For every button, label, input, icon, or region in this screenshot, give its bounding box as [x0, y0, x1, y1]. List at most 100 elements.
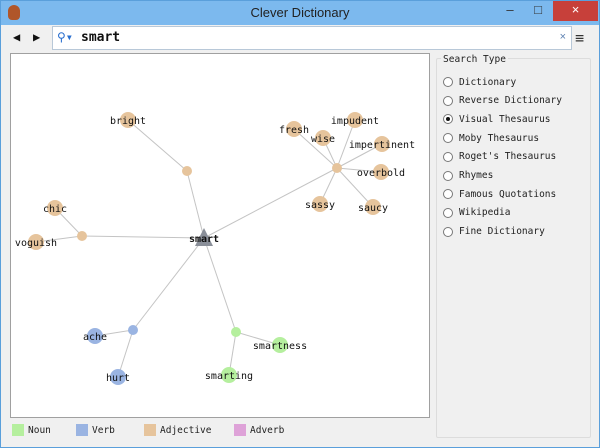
legend-item: Adjective — [144, 424, 211, 436]
search-type-option[interactable]: Dictionary — [443, 74, 516, 90]
option-label: Visual Thesaurus — [459, 113, 551, 125]
word-label[interactable]: voguish — [15, 238, 57, 249]
search-type-option[interactable]: Visual Thesaurus — [443, 111, 551, 127]
radio-button[interactable] — [443, 207, 453, 218]
sense-hub-node[interactable] — [332, 163, 342, 173]
word-node-overbold[interactable] — [373, 164, 389, 180]
search-type-title: Search Type — [441, 54, 508, 65]
radio-button[interactable] — [443, 151, 453, 162]
legend-label: Verb — [92, 424, 115, 436]
graph-edge — [336, 167, 374, 208]
word-label[interactable]: fresh — [279, 125, 309, 136]
word-label[interactable]: bright — [110, 116, 146, 127]
option-label: Moby Thesaurus — [459, 132, 540, 144]
word-node-wise[interactable] — [315, 130, 331, 146]
word-node-voguish[interactable] — [28, 234, 44, 250]
word-label[interactable]: saucy — [358, 203, 388, 214]
word-label[interactable]: sassy — [305, 200, 335, 211]
legend-swatch — [234, 424, 246, 436]
graph-edge — [81, 235, 205, 239]
search-box[interactable]: ⚲▾ smart × — [52, 26, 572, 50]
legend-item: Verb — [76, 424, 115, 436]
search-type-option[interactable]: Famous Quotations — [443, 186, 556, 202]
word-node-ache[interactable] — [87, 328, 103, 344]
menu-icon[interactable]: ≡ — [575, 29, 585, 47]
sense-hub-node[interactable] — [77, 231, 87, 241]
word-node-bright[interactable] — [120, 112, 136, 128]
graph-edge — [203, 167, 338, 239]
legend-item: Noun — [12, 424, 51, 436]
radio-button[interactable] — [443, 114, 453, 125]
graph-edge — [203, 237, 237, 333]
option-label: Famous Quotations — [459, 188, 557, 200]
word-label[interactable]: chic — [43, 204, 67, 215]
option-label: Wikipedia — [459, 207, 511, 219]
word-label[interactable]: wise — [311, 134, 335, 145]
radio-button[interactable] — [443, 133, 453, 144]
word-label[interactable]: smarting — [205, 371, 253, 382]
radio-button[interactable] — [443, 77, 453, 87]
radio-button[interactable] — [443, 226, 453, 237]
maximize-button[interactable]: □ — [534, 2, 542, 17]
word-label[interactable]: overbold — [357, 168, 405, 179]
legend-swatch — [12, 424, 24, 436]
legend-swatch — [144, 424, 156, 436]
graph-edge — [293, 128, 338, 169]
word-node-saucy[interactable] — [365, 199, 381, 215]
word-node-hurt[interactable] — [110, 369, 126, 385]
search-type-option[interactable]: Moby Thesaurus — [443, 130, 539, 146]
radio-button[interactable] — [443, 189, 453, 200]
word-label[interactable]: impertinent — [349, 140, 415, 151]
search-type-option[interactable]: Wikipedia — [443, 205, 510, 221]
app-icon — [8, 5, 20, 20]
search-type-option[interactable]: Roget's Thesaurus — [443, 149, 556, 165]
toolbar: ◀ ▶ ⚲▾ smart × ≡ — [7, 25, 595, 51]
forward-button[interactable]: ▶ — [33, 30, 41, 44]
option-label: Roget's Thesaurus — [459, 151, 557, 163]
word-node-impertinent[interactable] — [374, 136, 390, 152]
option-label: Reverse Dictionary — [459, 95, 562, 107]
search-type-option[interactable]: Fine Dictionary — [443, 224, 545, 240]
search-input[interactable]: smart — [81, 30, 121, 45]
word-label[interactable]: smartness — [253, 341, 307, 352]
option-label: Fine Dictionary — [459, 226, 545, 238]
legend-swatch — [76, 424, 88, 436]
clear-icon[interactable]: × — [559, 31, 566, 43]
graph-edge — [117, 329, 134, 378]
radio-button[interactable] — [443, 95, 453, 106]
back-button[interactable]: ◀ — [13, 30, 21, 44]
sense-hub-node[interactable] — [128, 325, 138, 335]
graph-edge — [132, 237, 205, 331]
word-node-smartness[interactable] — [272, 337, 288, 353]
graph-edge — [336, 143, 383, 169]
word-node-sassy[interactable] — [312, 196, 328, 212]
word-label[interactable]: impudent — [331, 116, 379, 127]
word-label[interactable]: hurt — [106, 373, 130, 384]
word-node-chic[interactable] — [47, 200, 63, 216]
search-type-option[interactable]: Rhymes — [443, 168, 493, 184]
sense-hub-node[interactable] — [182, 166, 192, 176]
graph-edge — [127, 119, 188, 172]
close-button[interactable]: × — [553, 1, 598, 21]
legend-label: Noun — [28, 424, 51, 436]
center-word-node[interactable] — [195, 228, 213, 246]
legend-item: Adverb — [234, 424, 284, 436]
word-label[interactable]: ache — [83, 332, 107, 343]
window-title: Clever Dictionary — [250, 5, 350, 20]
word-node-impudent[interactable] — [347, 112, 363, 128]
graph-edge — [336, 119, 356, 169]
search-icon[interactable]: ⚲▾ — [57, 30, 74, 44]
center-word-label[interactable]: smart — [189, 234, 219, 245]
sense-hub-node[interactable] — [231, 327, 241, 337]
search-type-option[interactable]: Reverse Dictionary — [443, 93, 562, 109]
radio-button[interactable] — [443, 170, 453, 181]
word-node-smarting[interactable] — [221, 367, 237, 383]
legend-label: Adverb — [250, 424, 285, 436]
word-node-fresh[interactable] — [286, 121, 302, 137]
graph-edge — [186, 170, 205, 239]
option-label: Dictionary — [459, 76, 517, 88]
minimize-button[interactable]: – — [506, 2, 514, 17]
legend-label: Adjective — [160, 424, 212, 436]
